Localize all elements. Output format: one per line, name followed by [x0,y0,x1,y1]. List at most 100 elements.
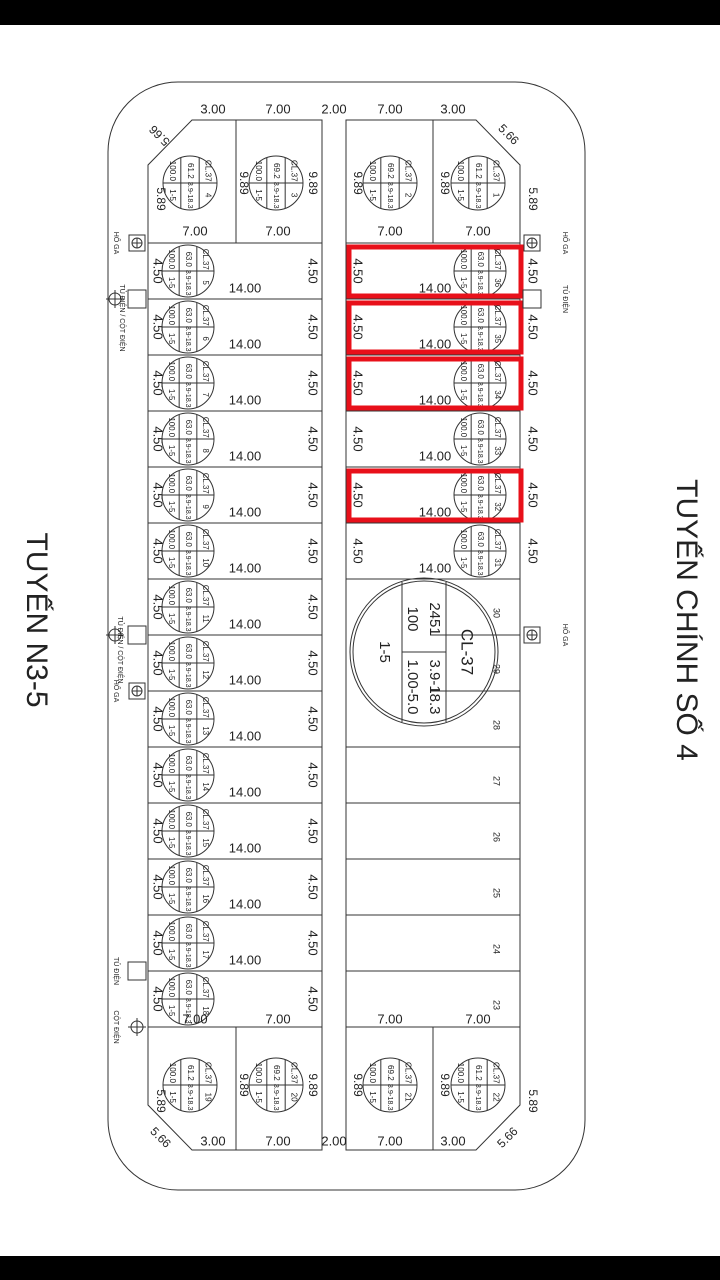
lot-number: 31 [493,558,502,567]
lot-floors: 1-5 [368,189,377,201]
lot-density: 100.0 [459,530,468,550]
lot-floors: 1-5 [167,837,176,849]
corner-depth-label: 9.89 [306,1073,320,1097]
lot-type: CL.37 [493,529,502,550]
lot-depth-label: 14.00 [419,336,452,351]
lot-area: 69.2 [386,1065,395,1081]
block-boundary [107,81,586,1191]
lot-type: CL.37 [404,1062,413,1084]
lot-area: 63.0 [184,868,193,884]
lot-area: 69.2 [272,1065,281,1081]
lot-height: 3.9-18.3 [476,438,483,464]
lot-floors: 1-5 [168,1091,177,1103]
lot-floors: 1-5 [459,445,468,457]
lot-type: CL.37 [201,809,210,830]
lot-number: 34 [493,390,502,399]
lot-type: CL.37 [201,977,210,998]
lot-width-label: 4.50 [306,706,321,731]
lot-depth-label: 14.00 [229,840,262,855]
dimension-label: 7.00 [265,101,290,116]
lot-height: 3.9-18.3 [476,550,483,576]
lot-density: 100.0 [368,161,377,182]
lot-number: 22 [492,1093,501,1103]
strip-lot-number: 30 [492,608,502,618]
lot-floors: 1-5 [167,277,176,289]
lot-area: 63.0 [184,700,193,716]
lot-depth-label: 14.00 [229,896,262,911]
lot-density: 100.0 [459,418,468,438]
lot-floors: 1-5 [167,725,176,737]
lot-width-label: 4.50 [306,874,321,899]
lot-density: 100.0 [254,1063,263,1084]
lot-depth-label: 14.00 [229,784,262,799]
lot-floors: 1-5 [459,501,468,513]
lot-density: 100.0 [167,642,176,662]
lot-type: CL.37 [201,921,210,942]
lot-width-label: 4.50 [151,930,166,955]
lot-area: 63.0 [184,924,193,940]
dimension-label: 7.00 [377,1133,402,1148]
lot-height: 3.9-18.3 [474,182,483,209]
lot-area: 63.0 [184,420,193,436]
utility-label: HỐ GA [112,232,122,255]
dimension-label: 2.00 [321,1133,346,1148]
electric-cabinet-icon [522,289,542,309]
summary-density: 100 [404,606,421,631]
lot-floors: 1-5 [459,333,468,345]
lot-floors: 1-5 [167,389,176,401]
lot-height: 3.9-18.3 [184,662,191,688]
lot-height: 3.9-18.3 [184,830,191,856]
lot-width-label: 4.50 [351,258,366,283]
lot-width-label: 4.50 [151,762,166,787]
manhole-icon [128,234,146,252]
lot-depth-label: 14.00 [229,392,262,407]
lot-width-label: 4.50 [151,538,166,563]
lot-density: 100.0 [167,530,176,550]
utility-label: TỦ ĐIỆN [561,285,570,313]
lot-density: 100.0 [459,250,468,270]
lot-number: 33 [493,446,502,455]
utility-label: HỐ GA [112,680,122,703]
lot-depth-label: 14.00 [419,560,452,575]
lot-number: 17 [201,950,210,959]
lot-width-label: 4.50 [306,370,321,395]
lot-depth-label: 14.00 [229,672,262,687]
lot-height: 3.9-18.3 [386,182,395,209]
corner-width-label: 7.00 [182,1011,207,1026]
lot-density: 100.0 [168,161,177,182]
lot-height: 3.9-18.3 [184,886,191,912]
lot-width-label: 4.50 [306,258,321,283]
lot-type: CL.37 [201,585,210,606]
lot-height: 3.9-18.3 [184,326,191,352]
manhole-icon [523,234,541,252]
corner-lot-left [147,1026,323,1151]
lot-type: CL.37 [201,305,210,326]
lot-density: 100.0 [167,978,176,998]
lot-type: CL.37 [201,753,210,774]
lot-type: CL.37 [492,160,501,182]
summary-area: 2451 [426,602,443,635]
navigation-bar [0,1256,720,1280]
lot-type: CL.37 [201,361,210,382]
corner-depth-label: 9.89 [306,171,320,195]
lot-type: CL.37 [201,697,210,718]
electric-cabinet-icon [127,625,147,645]
strip-lot-number: 27 [492,776,502,786]
lot-width-label: 4.50 [526,370,541,395]
lot-floors: 1-5 [167,1005,176,1017]
lot-area: 63.0 [184,756,193,772]
strip-lot-number: 25 [492,888,502,898]
lot-height: 3.9-18.3 [184,606,191,632]
lot-type: CL.37 [201,641,210,662]
lot-type: CL.37 [201,249,210,270]
lot-area: 63.0 [476,252,485,268]
corner-depth-label: 9.89 [351,1073,365,1097]
